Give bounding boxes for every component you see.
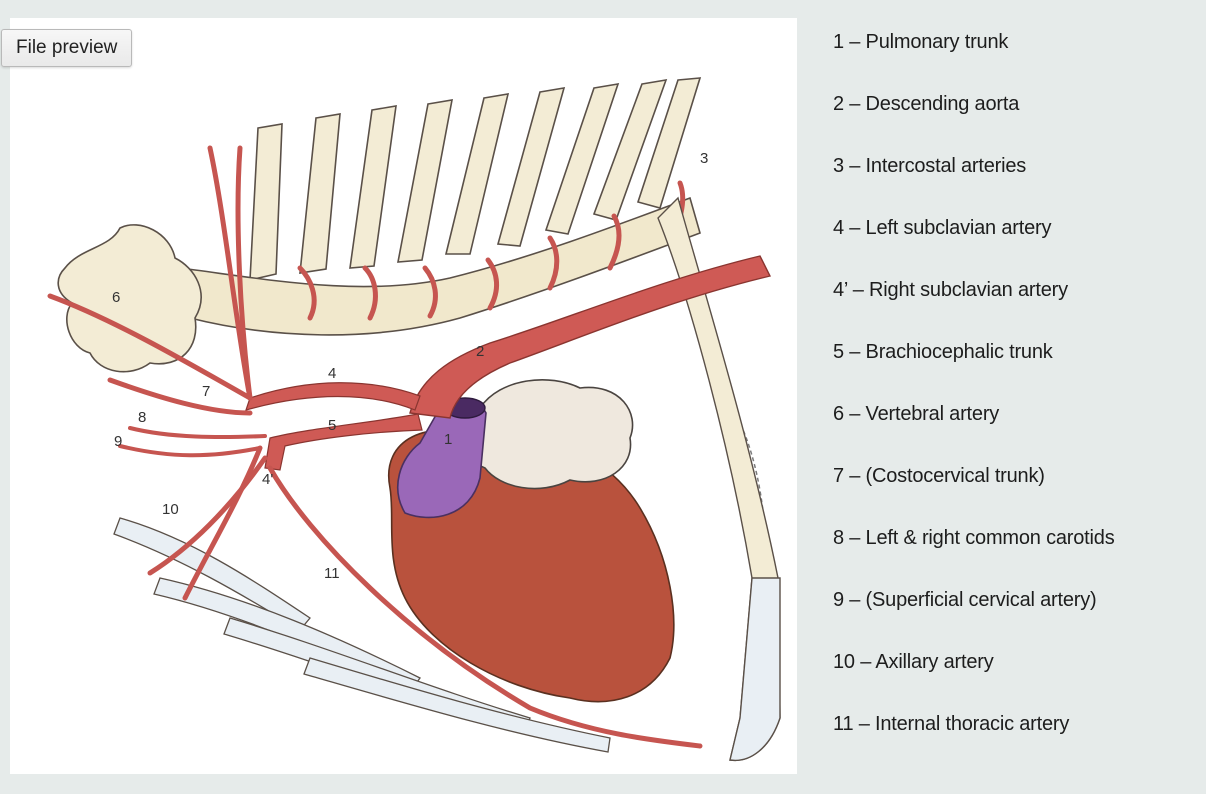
figure-legend: 1 – Pulmonary trunk 2 – Descending aorta…: [833, 26, 1203, 770]
label-6: 6: [112, 289, 120, 306]
cervical-vertebra: [57, 224, 202, 373]
legend-item: 4’ – Right subclavian artery: [833, 279, 1068, 301]
legend-item: 6 – Vertebral artery: [833, 403, 1000, 425]
legend-item: 2 – Descending aorta: [833, 93, 1020, 115]
legend-item: 10 – Axillary artery: [833, 651, 994, 673]
legend-item: 9 – (Superficial cervical artery): [833, 589, 1097, 611]
tracheobronchial-lymph-node: [464, 379, 634, 490]
label-8: 8: [138, 409, 146, 426]
label-7: 7: [202, 383, 210, 400]
legend-item: 1 – Pulmonary trunk: [833, 31, 1009, 53]
thorax-illustration: 1 2 3 4 4' 5 6 7 8 9 10 11: [47, 77, 781, 762]
label-4-prime: 4': [262, 471, 273, 488]
label-5: 5: [328, 417, 336, 434]
label-2: 2: [476, 343, 484, 360]
label-9: 9: [114, 433, 122, 450]
vertebral-spines: [249, 77, 702, 282]
legend-item: 4 – Left subclavian artery: [833, 217, 1052, 239]
file-preview-button[interactable]: File preview: [1, 29, 133, 67]
legend-item: 11 – Internal thoracic artery: [833, 713, 1070, 735]
legend-item: 8 – Left & right common carotids: [833, 527, 1115, 549]
legend-item: 5 – Brachiocephalic trunk: [833, 341, 1053, 363]
legend-item: 7 – (Costocervical trunk): [833, 465, 1045, 487]
label-3: 3: [700, 150, 708, 167]
label-11: 11: [324, 565, 340, 582]
sternal-ribs: [113, 517, 611, 753]
label-1: 1: [444, 431, 452, 448]
descending-aorta: [409, 255, 772, 419]
label-4: 4: [328, 365, 336, 382]
label-10: 10: [162, 501, 179, 518]
left-subclavian-artery: [245, 382, 421, 411]
costal-cartilage: [729, 577, 781, 762]
legend-item: 3 – Intercostal arteries: [833, 155, 1027, 177]
anatomy-figure: 1 2 3 4 4' 5 6 7 8 9 10 11: [10, 18, 797, 774]
vertebral-column: [178, 196, 701, 336]
cervical-arteries: [47, 145, 703, 749]
